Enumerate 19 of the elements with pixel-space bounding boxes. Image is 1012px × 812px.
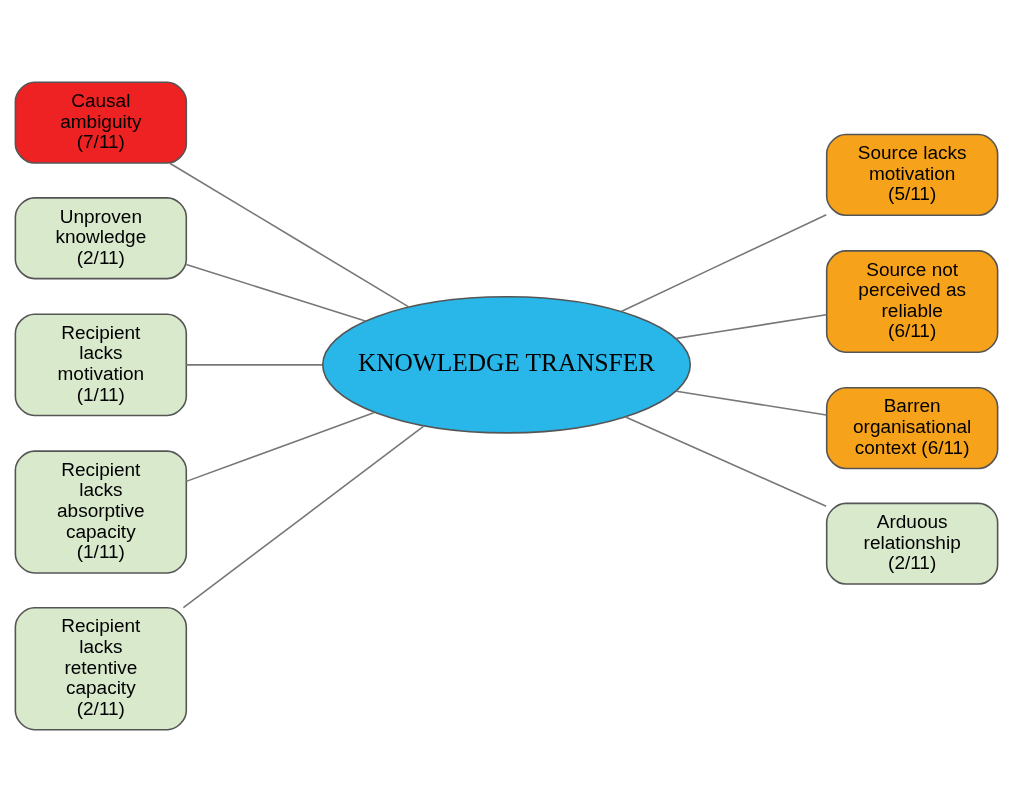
connector: [185, 411, 375, 483]
node-box: Unproven knowledge (2/11): [14, 197, 187, 280]
node-box: Arduous relationship (2/11): [825, 502, 998, 585]
connector: [168, 162, 409, 308]
node-box: Source lacks motivation (5/11): [825, 133, 998, 217]
node-box: Source not perceived as reliable (6/11): [825, 250, 998, 353]
connector: [182, 425, 425, 609]
connector: [185, 364, 323, 366]
node-box: Barren organisational context (6/11): [825, 387, 998, 470]
node-ellipse: KNOWLEDGE TRANSFER: [321, 296, 691, 434]
node-box: Recipient lacks absorptive capacity (1/11): [14, 450, 187, 574]
connector: [624, 416, 827, 507]
connector: [675, 390, 827, 416]
node-box: Recipient lacks motivation (1/11): [14, 313, 187, 417]
node-box: Causal ambiguity (7/11): [14, 81, 187, 164]
connector: [620, 213, 827, 313]
node-box: Recipient lacks retentive capacity (2/11): [14, 607, 187, 731]
connector: [675, 314, 827, 340]
connector: [185, 263, 366, 322]
